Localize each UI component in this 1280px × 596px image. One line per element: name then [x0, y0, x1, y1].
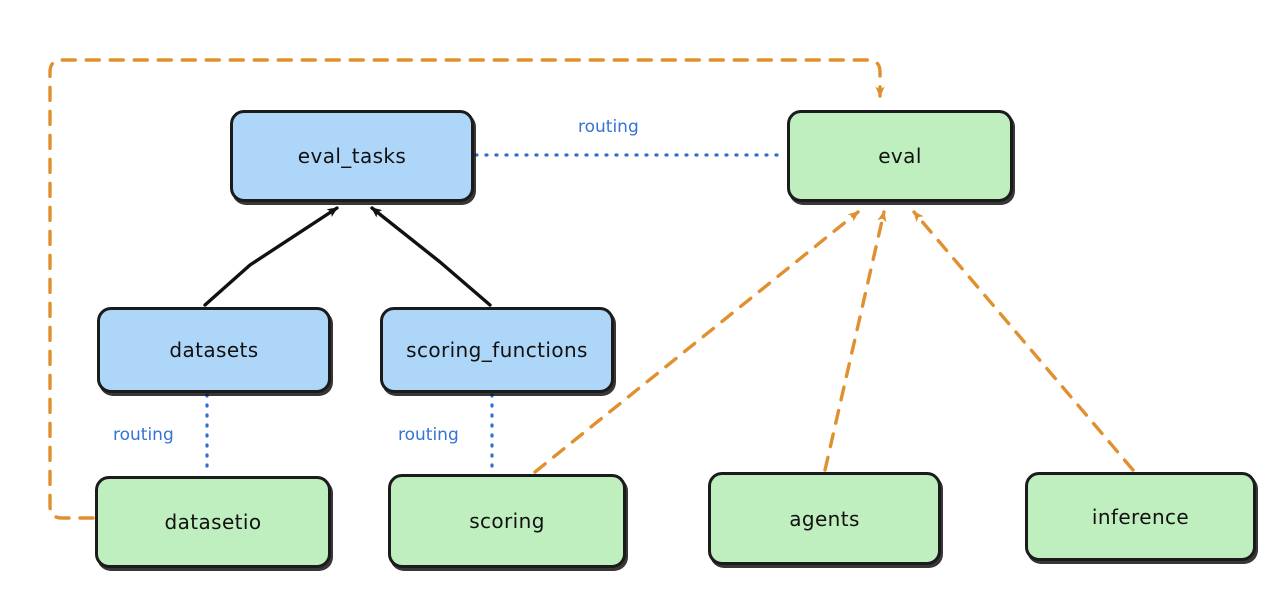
node-label-scoring-functions: scoring_functions — [406, 338, 588, 362]
node-eval-tasks[interactable]: eval_tasks — [230, 110, 474, 202]
node-label-datasets: datasets — [169, 338, 259, 362]
node-label-eval-tasks: eval_tasks — [297, 144, 407, 168]
node-agents[interactable]: agents — [708, 472, 941, 565]
edge-inference-to-eval — [912, 210, 1135, 472]
edge-scoring-to-eval — [533, 210, 860, 474]
node-label-eval: eval — [878, 144, 922, 168]
node-scoring-functions[interactable]: scoring_functions — [380, 307, 614, 393]
node-label-datasetio: datasetio — [164, 510, 262, 534]
node-datasets[interactable]: datasets — [97, 307, 331, 393]
edge-agents-to-eval — [823, 210, 887, 472]
node-eval[interactable]: eval — [787, 110, 1013, 202]
node-scoring[interactable]: scoring — [388, 474, 626, 568]
node-label-agents: agents — [789, 506, 860, 531]
node-label-scoring: scoring — [469, 509, 545, 533]
edge-scoring-functions-to-eval-tasks — [370, 206, 492, 307]
edge-label-routing-scoring-functions-scoring: routing — [398, 425, 459, 445]
edge-datasetio-to-eval — [48, 58, 885, 520]
node-datasetio[interactable]: datasetio — [95, 476, 331, 568]
edge-label-routing-datasets-datasetio: routing — [113, 425, 174, 445]
edge-label-routing-eval-tasks-eval: routing — [578, 117, 639, 137]
node-label-inference: inference — [1091, 504, 1190, 529]
edge-datasets-to-eval-tasks — [203, 206, 339, 307]
node-inference[interactable]: inference — [1025, 472, 1256, 561]
